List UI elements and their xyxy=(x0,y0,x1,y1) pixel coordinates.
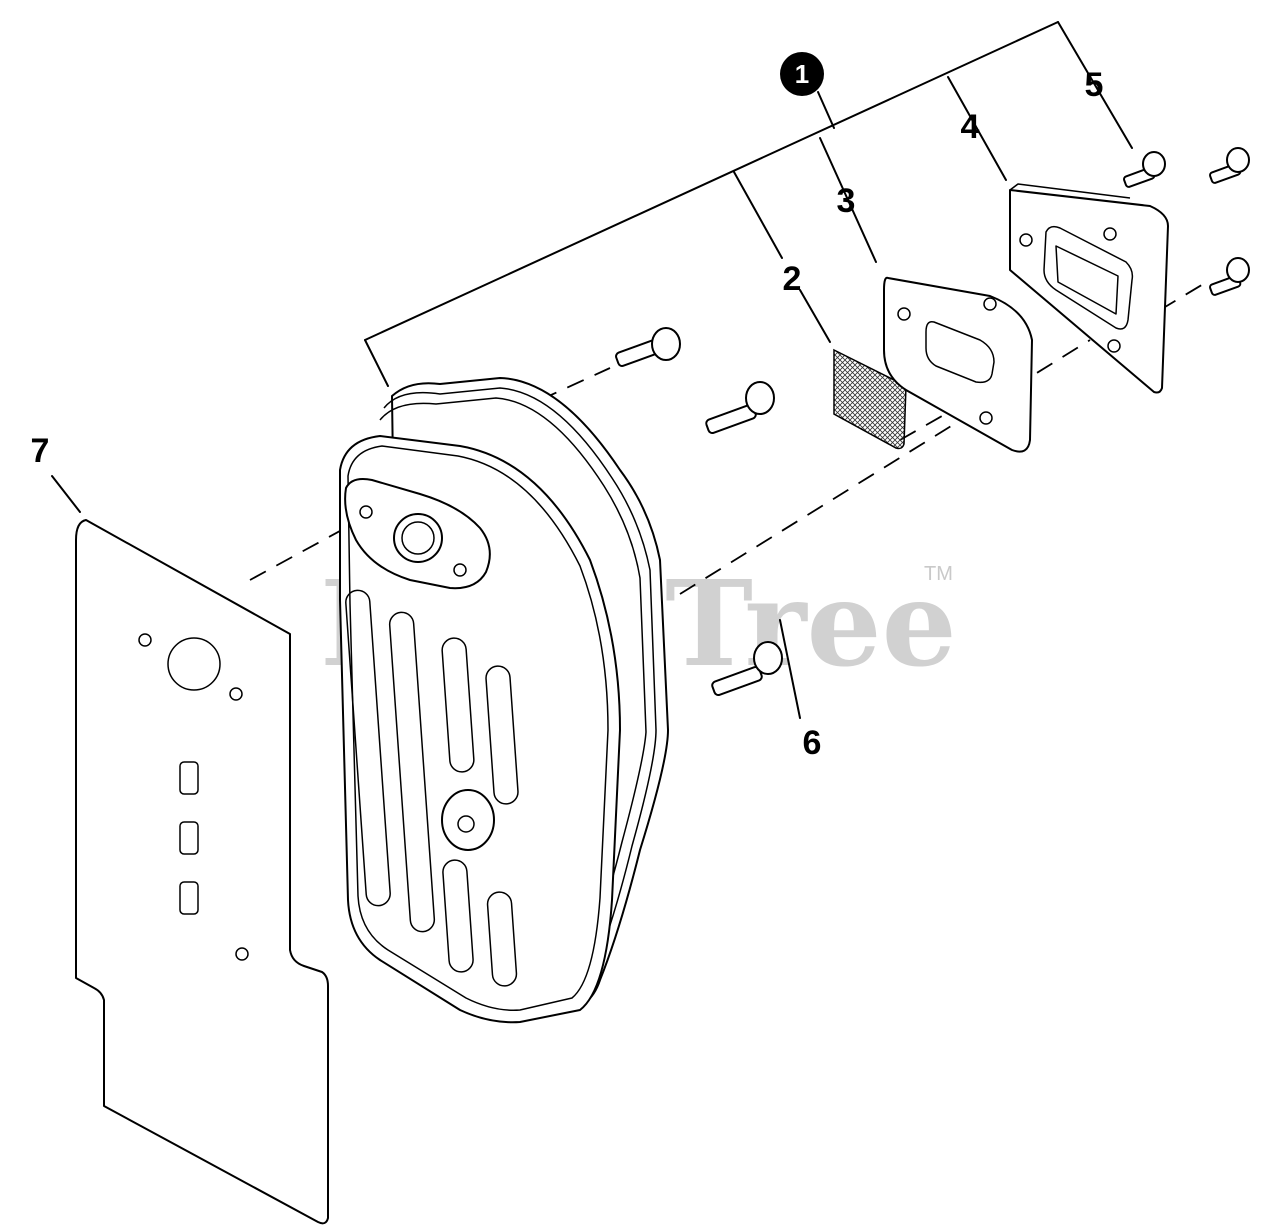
screw-5a xyxy=(1123,151,1166,188)
leader-lines xyxy=(51,475,801,719)
label-part-2: 2 xyxy=(783,260,802,298)
screw-6 xyxy=(711,641,783,697)
muffler-body xyxy=(339,377,669,1024)
assembly-bracket xyxy=(364,21,1133,387)
label-part-6: 6 xyxy=(803,724,822,762)
screw-5b xyxy=(1209,147,1250,184)
label-part-5: 5 xyxy=(1085,66,1104,104)
label-part-4: 4 xyxy=(961,108,980,146)
screw-1 xyxy=(615,327,681,367)
heat-shield-plate xyxy=(75,519,329,1225)
label-part-1-text: 1 xyxy=(795,59,809,89)
part-labels: 1 2 3 4 5 6 7 xyxy=(31,52,1104,762)
screws xyxy=(615,147,1250,697)
gasket xyxy=(883,276,1033,453)
label-part-3: 3 xyxy=(837,182,856,220)
screw-5c xyxy=(1209,257,1250,296)
exhaust-deflector xyxy=(1009,183,1169,394)
label-part-1: 1 xyxy=(780,52,824,96)
screw-2 xyxy=(705,381,775,435)
label-part-7: 7 xyxy=(31,432,50,470)
watermark-trademark: TM xyxy=(924,563,953,585)
spark-arrestor-screen xyxy=(833,348,907,450)
